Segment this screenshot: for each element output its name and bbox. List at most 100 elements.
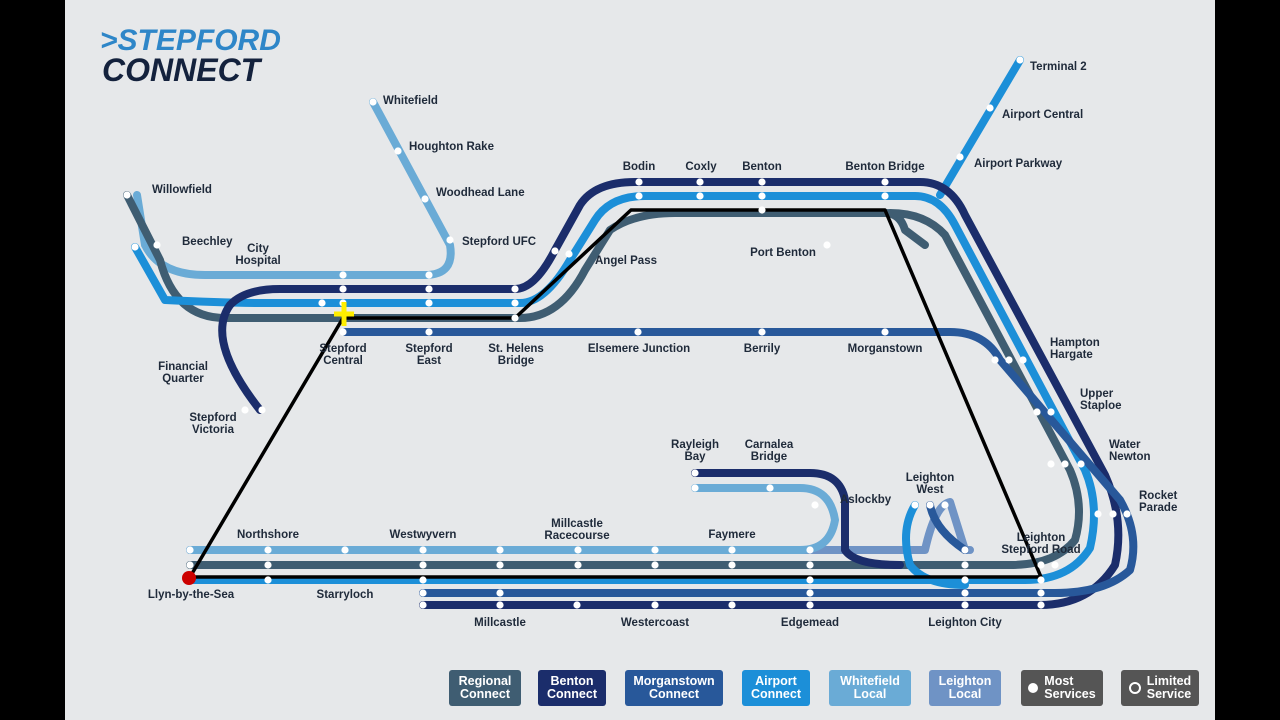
station-dot [961,576,969,584]
station-dot [258,406,266,414]
station-dot [131,243,139,251]
current-position-marker[interactable] [334,302,354,326]
station-label-terminal-2[interactable]: Terminal 2 [1030,61,1087,73]
station-label-bodin[interactable]: Bodin [623,161,656,173]
station-dot [369,98,377,106]
station-dot [926,501,934,509]
logo-line-1: >STEPFORD [100,24,281,57]
station-dot [186,561,194,569]
benton-line [218,178,1123,609]
station-label-leighton-city[interactable]: Leighton City [928,617,1002,629]
airport-line [131,192,1098,584]
station-label-houghton-rake[interactable]: Houghton Rake [409,141,494,153]
station-label-angel-pass[interactable]: Angel Pass [595,255,657,267]
station-dot [758,206,766,214]
leighton-line [186,498,974,554]
station-dot [1016,56,1024,64]
station-label-westercoast[interactable]: Westercoast [621,617,689,629]
station-dot [496,561,504,569]
station-label-llyn-by-the-sea[interactable]: Llyn-by-the-Sea [148,589,235,601]
station-dot [635,192,643,200]
station-label-benton-bridge[interactable]: Benton Bridge [845,161,924,173]
station-dot [1037,561,1045,569]
station-label-northshore[interactable]: Northshore [237,529,299,541]
station-dot [496,601,504,609]
station-dot [758,178,766,186]
station-label-elsemere-junction[interactable]: Elsemere Junction [588,343,690,355]
whitefield-line [133,98,455,279]
station-dot [264,576,272,584]
station-dot [264,546,272,554]
station-label-willowfield[interactable]: Willowfield [152,184,212,196]
station-label-whitefield[interactable]: Whitefield [383,95,438,107]
station-dot [1061,460,1069,468]
station-dot [511,299,519,307]
station-label-port-benton[interactable]: Port Benton [750,247,816,259]
station-label-stepford-ufc[interactable]: Stepford UFC [462,236,536,248]
station-label-airport-parkway[interactable]: Airport Parkway [974,158,1063,170]
station-label-aslockby[interactable]: Aslockby [840,494,892,506]
station-dot [339,271,347,279]
station-dot [446,236,454,244]
station-dot [1037,601,1045,609]
station-dot [421,195,429,203]
start-marker[interactable] [182,571,196,585]
station-dot [241,406,249,414]
station-dot [419,546,427,554]
station-dot [318,299,326,307]
station-label-morganstown[interactable]: Morganstown [848,343,923,355]
station-label-woodhead-lane[interactable]: Woodhead Lane [436,187,525,199]
station-label-berrily[interactable]: Berrily [744,343,781,355]
station-dot [186,546,194,554]
station-dot [419,576,427,584]
station-dot [696,178,704,186]
logo-line-2: CONNECT [102,52,261,88]
station-dot [1037,576,1045,584]
station-label-beechley[interactable]: Beechley [182,236,233,248]
station-dot [339,328,347,336]
stepford-connect-logo: >STEPFORD CONNECT [100,22,330,92]
station-label-edgemead[interactable]: Edgemead [781,617,839,629]
station-dot [881,328,889,336]
station-dot [823,241,831,249]
station-dot [911,501,919,509]
station-label-coxly[interactable]: Coxly [685,161,717,173]
station-dot [153,241,161,249]
station-dot [1109,510,1117,518]
station-dot [1077,460,1085,468]
station-dot [811,501,819,509]
station-label-airport-central[interactable]: Airport Central [1002,109,1083,121]
station-dot [691,469,699,477]
station-label-millcastle[interactable]: Millcastle [474,617,526,629]
station-label-starryloch[interactable]: Starryloch [317,589,374,601]
station-label-benton[interactable]: Benton [742,161,782,173]
station-dot [511,314,519,322]
station-dot [419,589,427,597]
station-dot [565,250,573,258]
station-dot [881,192,889,200]
station-dot [651,546,659,554]
morganstown-line [341,328,1138,597]
station-dot [1019,356,1027,364]
station-label-westwyvern[interactable]: Westwyvern [390,529,457,541]
station-label-faymere[interactable]: Faymere [708,529,755,541]
